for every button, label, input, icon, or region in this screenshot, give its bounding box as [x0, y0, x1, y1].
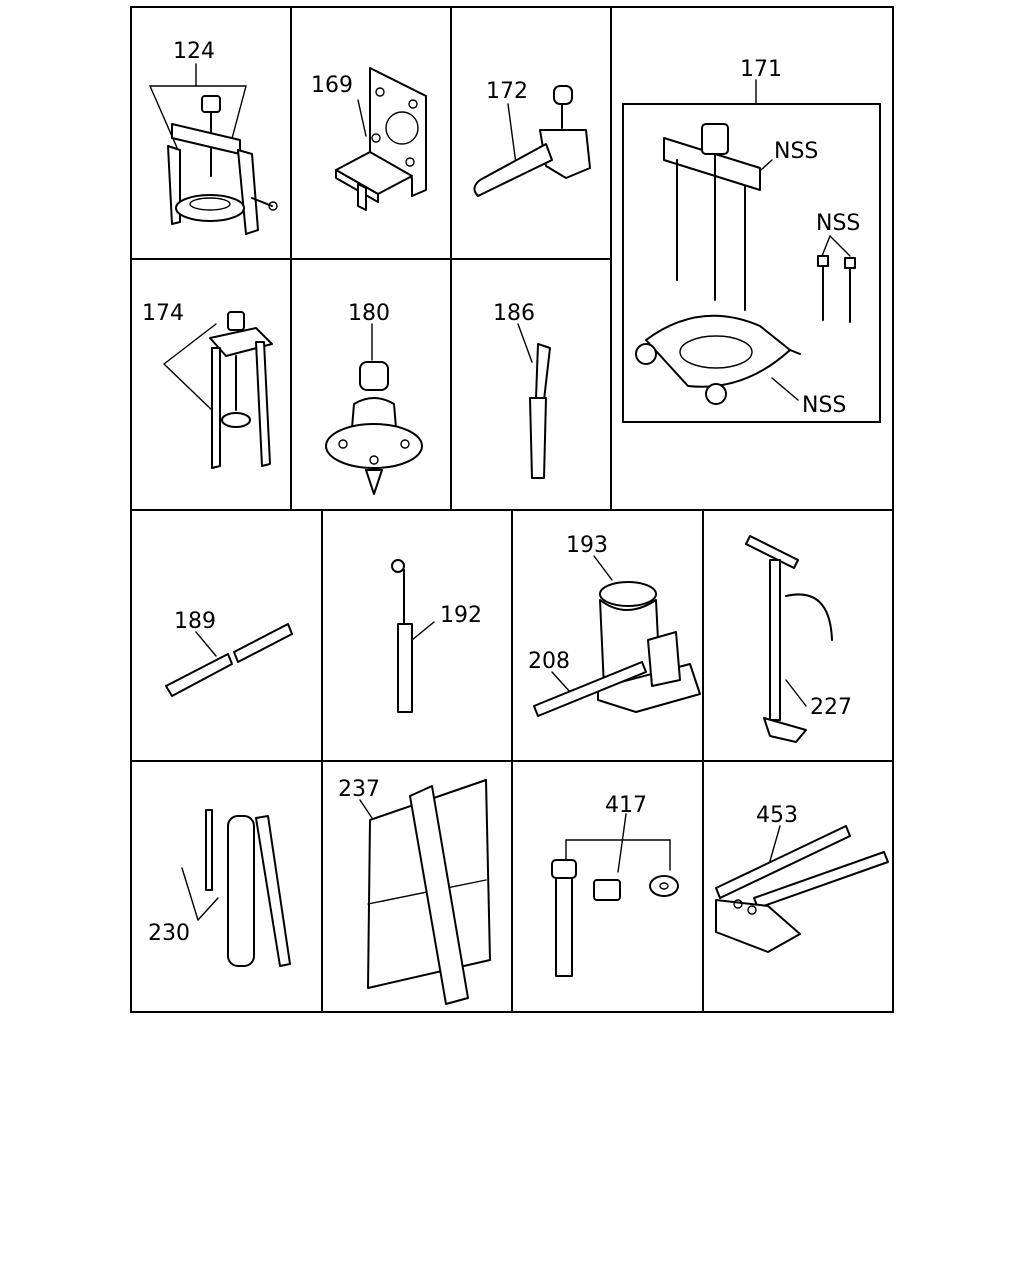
label-192: 192: [440, 603, 482, 628]
part-172-tool: [473, 85, 591, 197]
label-nss-bottom: NSS: [802, 393, 846, 418]
label-189: 189: [174, 609, 216, 634]
label-124: 124: [173, 39, 215, 64]
label-169: 169: [311, 73, 353, 98]
part-171-separator-kit: [622, 79, 881, 423]
part-180-installer: [325, 323, 423, 495]
part-192-probe: [391, 559, 435, 713]
label-237: 237: [338, 777, 380, 802]
grid-frame: [130, 6, 894, 1013]
part-169-bracket: [335, 67, 427, 211]
part-227-pump: [745, 535, 833, 743]
part-193-jack: [593, 555, 701, 713]
label-417: 417: [605, 793, 647, 818]
part-417-hardware: [551, 813, 679, 977]
part-230-grease-gun: [181, 809, 291, 967]
part-237-tool-bag: [359, 779, 491, 1005]
label-227: 227: [810, 695, 852, 720]
part-208-handle: [533, 661, 647, 717]
label-180: 180: [348, 301, 390, 326]
label-nss-top: NSS: [774, 139, 818, 164]
label-172: 172: [486, 79, 528, 104]
label-186: 186: [493, 301, 535, 326]
label-nss-bolts: NSS: [816, 211, 860, 236]
part-labels: 124 169 172 171 NSS NSS NSS 174 180 186 …: [142, 39, 860, 946]
label-230: 230: [148, 921, 190, 946]
part-124-puller: [149, 63, 278, 235]
part-174-puller: [163, 311, 273, 469]
label-174: 174: [142, 301, 184, 326]
part-186-punch: [517, 323, 551, 479]
label-171: 171: [740, 57, 782, 82]
label-193: 193: [566, 533, 608, 558]
part-453-fixture: [715, 825, 889, 953]
part-189-bar: [165, 623, 293, 697]
label-208: 208: [528, 649, 570, 674]
label-453: 453: [756, 803, 798, 828]
